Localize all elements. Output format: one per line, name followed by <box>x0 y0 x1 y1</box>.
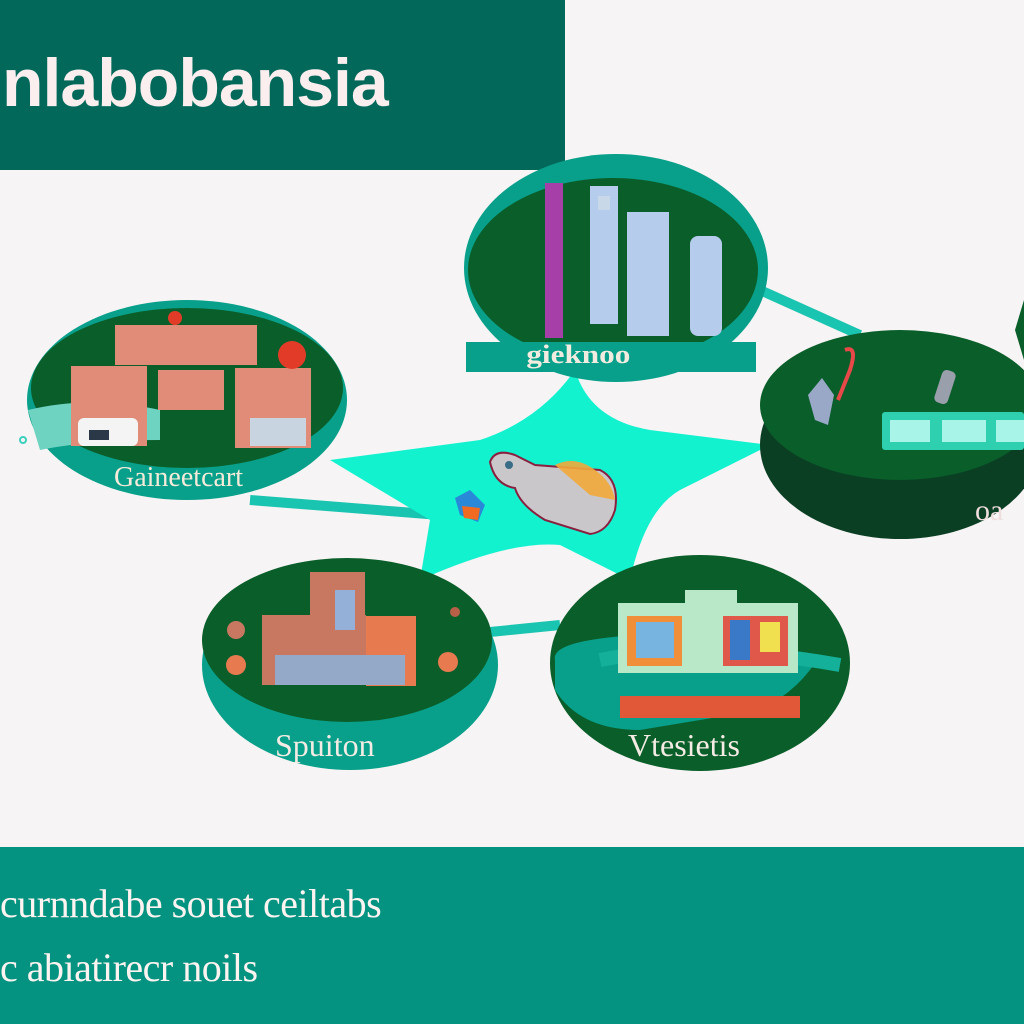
footer-text-line-2: c abiatirecr noils <box>0 945 258 990</box>
node-top[interactable] <box>464 154 768 382</box>
connectors <box>249 285 863 637</box>
node-right[interactable] <box>760 300 1024 539</box>
node-label-left: Gaineetcart <box>114 462 244 493</box>
node-left[interactable] <box>19 300 347 500</box>
connector-left <box>249 495 441 520</box>
hub-device-icon <box>455 451 617 536</box>
connector-right-top <box>757 285 863 340</box>
node-label-top: gieknoo <box>526 340 631 369</box>
footer-banner <box>0 847 1024 1024</box>
node-label-right: oa <box>975 494 1004 527</box>
node-bottom-left[interactable] <box>202 558 498 770</box>
connector-bottom <box>489 620 561 637</box>
node-label-bottom-right: Vtesietis <box>628 727 740 763</box>
node-label-bottom-left: Spuiton <box>275 727 375 763</box>
header-banner <box>0 0 565 170</box>
footer-text-line-1: curnndabe souet ceiltabs <box>0 881 382 926</box>
node-bottom-right[interactable] <box>550 555 850 771</box>
page-title: nlabobansia <box>2 45 389 121</box>
